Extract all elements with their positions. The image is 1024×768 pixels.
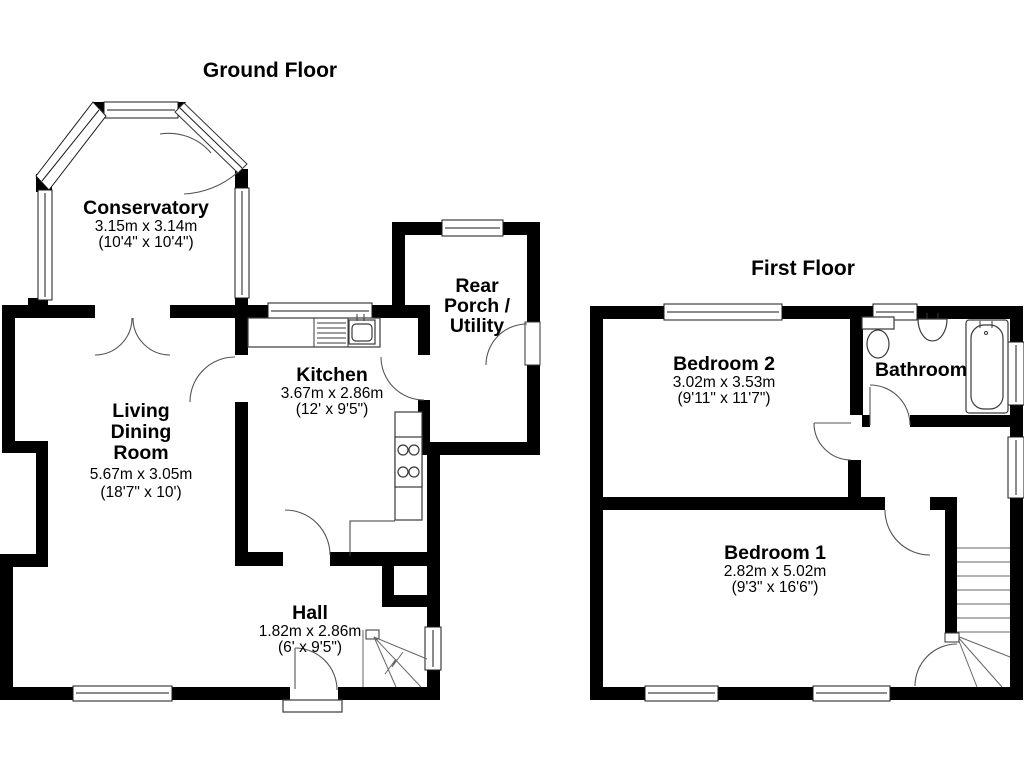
basin (917, 313, 948, 342)
bedroom1-label: Bedroom 1 (724, 542, 826, 564)
bathroom-side-window (1007, 341, 1024, 406)
bedroom2-door (813, 422, 852, 461)
bedroom1-dim-imperial: (9'3" x 16'6") (732, 579, 819, 596)
bathtub (965, 319, 1009, 414)
bedroom2-dim-imperial: (9'11" x 11'7") (677, 390, 770, 407)
porch-label-line1: Rear (455, 275, 499, 297)
kitchen-window (267, 302, 373, 320)
porch-label-line3: Utility (450, 315, 504, 337)
living-room-label-line2: Dining (111, 421, 172, 443)
conservatory-exterior-door (159, 102, 248, 195)
first-floor-walls (590, 306, 1023, 700)
living-room-label-line3: Room (113, 442, 168, 464)
bedroom2-dim-metric: 3.02m x 3.53m (673, 374, 776, 391)
bathroom-door (869, 384, 911, 426)
hall-dim-metric: 1.82m x 2.86m (259, 623, 362, 640)
kitchen-porch-door (380, 356, 425, 401)
bedroom1-door (884, 509, 931, 556)
bathroom-top-window (872, 303, 918, 321)
toilet (861, 316, 895, 359)
first-floor-plan: First Floor Bedroom 2 3.02m x 3.53m (9'1… (590, 257, 1024, 702)
kitchen-dim-imperial: (12' x 9'5") (296, 401, 369, 418)
bedroom1-window-left (644, 685, 719, 702)
kitchen-sink (348, 314, 376, 345)
bathroom-label: Bathroom (875, 359, 967, 381)
conservatory-label: Conservatory (83, 197, 209, 219)
living-room-window (72, 685, 173, 702)
front-door (282, 647, 343, 713)
porch-window (441, 219, 504, 237)
bedroom1-window-right (812, 685, 891, 702)
first-floor-windows (644, 303, 1024, 702)
ground-floor-plan: Ground Floor Conservatory 3.15m x 3.14m … (0, 59, 541, 713)
stove (394, 436, 423, 488)
first-floor-title: First Floor (751, 257, 855, 280)
ground-floor-title: Ground Floor (203, 59, 337, 82)
landing-window (1007, 436, 1024, 499)
hall-side-window (424, 626, 442, 671)
hall-label: Hall (292, 602, 328, 624)
hall-staircase (362, 629, 428, 688)
hall-dim-imperial: (6' x 9'5") (278, 639, 342, 656)
conservatory-french-doors (94, 317, 171, 356)
kitchen-label: Kitchen (296, 364, 368, 386)
living-room-label-line1: Living (112, 400, 169, 422)
kitchen-hall-door (284, 509, 331, 556)
bedroom1-dim-metric: 2.82m x 5.02m (724, 563, 827, 580)
conservatory-dim-imperial: (10'4" x 10'4") (98, 234, 193, 251)
conservatory-top-window (103, 101, 179, 119)
living-room-dim-imperial: (18'7" x 10') (100, 484, 181, 501)
living-kitchen-door (189, 356, 236, 403)
conservatory-diagonal-window (35, 101, 107, 191)
bedroom2-label: Bedroom 2 (673, 353, 775, 375)
ground-floor-windows (35, 101, 504, 702)
living-room-dim-metric: 5.67m x 3.05m (90, 466, 193, 483)
kitchen-fixtures (247, 314, 423, 556)
ground-floor-doors (94, 102, 541, 713)
ground-floor-walls (0, 102, 540, 700)
bedroom2-window (663, 303, 783, 321)
conservatory-dim-metric: 3.15m x 3.14m (95, 218, 198, 235)
conservatory-right-window (234, 187, 250, 299)
bathroom-fixtures (861, 313, 1009, 414)
first-floor-staircase (914, 547, 1011, 688)
conservatory-left-window (37, 189, 53, 301)
first-floor-doors (813, 384, 931, 556)
porch-label-line2: Porch / (444, 295, 511, 317)
porch-exterior-door (485, 321, 541, 366)
kitchen-dim-metric: 3.67m x 2.86m (281, 385, 384, 402)
